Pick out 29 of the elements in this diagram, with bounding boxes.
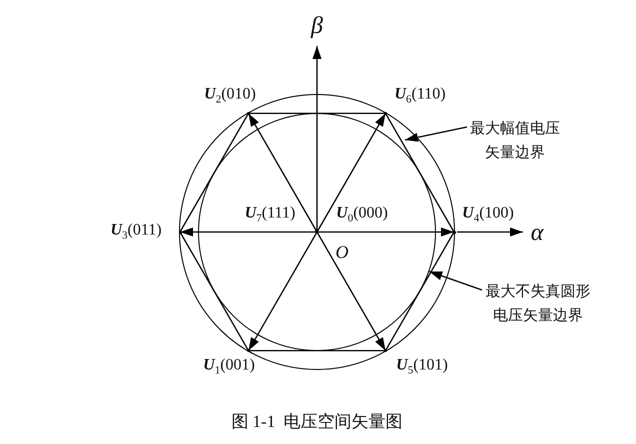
vector-label: U$_{3}$(011) [110, 221, 162, 244]
hexagon-side [179, 232, 250, 351]
circle-boundary [198, 112, 436, 351]
annotation-text: 最大不失真圆形电压矢量边界 [482, 279, 594, 327]
vector-label: U$_{1}$(001) [203, 356, 255, 379]
voltage-vector-arrow [248, 113, 318, 232]
leader-line [404, 126, 468, 142]
hexagon-side [248, 112, 386, 114]
axis-label: α [530, 219, 544, 247]
hexagon-side [179, 113, 250, 232]
voltage-vector-arrow [316, 113, 386, 232]
annotation-text: 最大幅值电压矢量边界 [467, 116, 563, 164]
voltage-vector-arrow [248, 232, 318, 351]
hexagon-side [248, 350, 386, 352]
vector-label: U$_{6}$(110) [394, 85, 446, 108]
figure-caption: 图 1-1 电压空间矢量图 [231, 413, 403, 431]
voltage-vector-arrow [316, 232, 386, 351]
hexagon-side [384, 232, 455, 351]
voltage-vector-arrow [180, 227, 317, 237]
voltage-vector-arrow [317, 227, 454, 237]
vector-label: U$_{2}$(010) [204, 85, 256, 108]
vector-label: U$_{4}$(100) [462, 204, 514, 227]
hexagon-side [384, 113, 455, 232]
leader-line [429, 270, 482, 291]
vector-label: U$_{0}$(000) [336, 203, 388, 227]
origin-label: O [336, 243, 348, 261]
axis-label: β [311, 12, 323, 40]
vector-label: U$_{5}$(101) [396, 356, 448, 379]
vector-label: U$_{7}$(111) [244, 203, 296, 227]
